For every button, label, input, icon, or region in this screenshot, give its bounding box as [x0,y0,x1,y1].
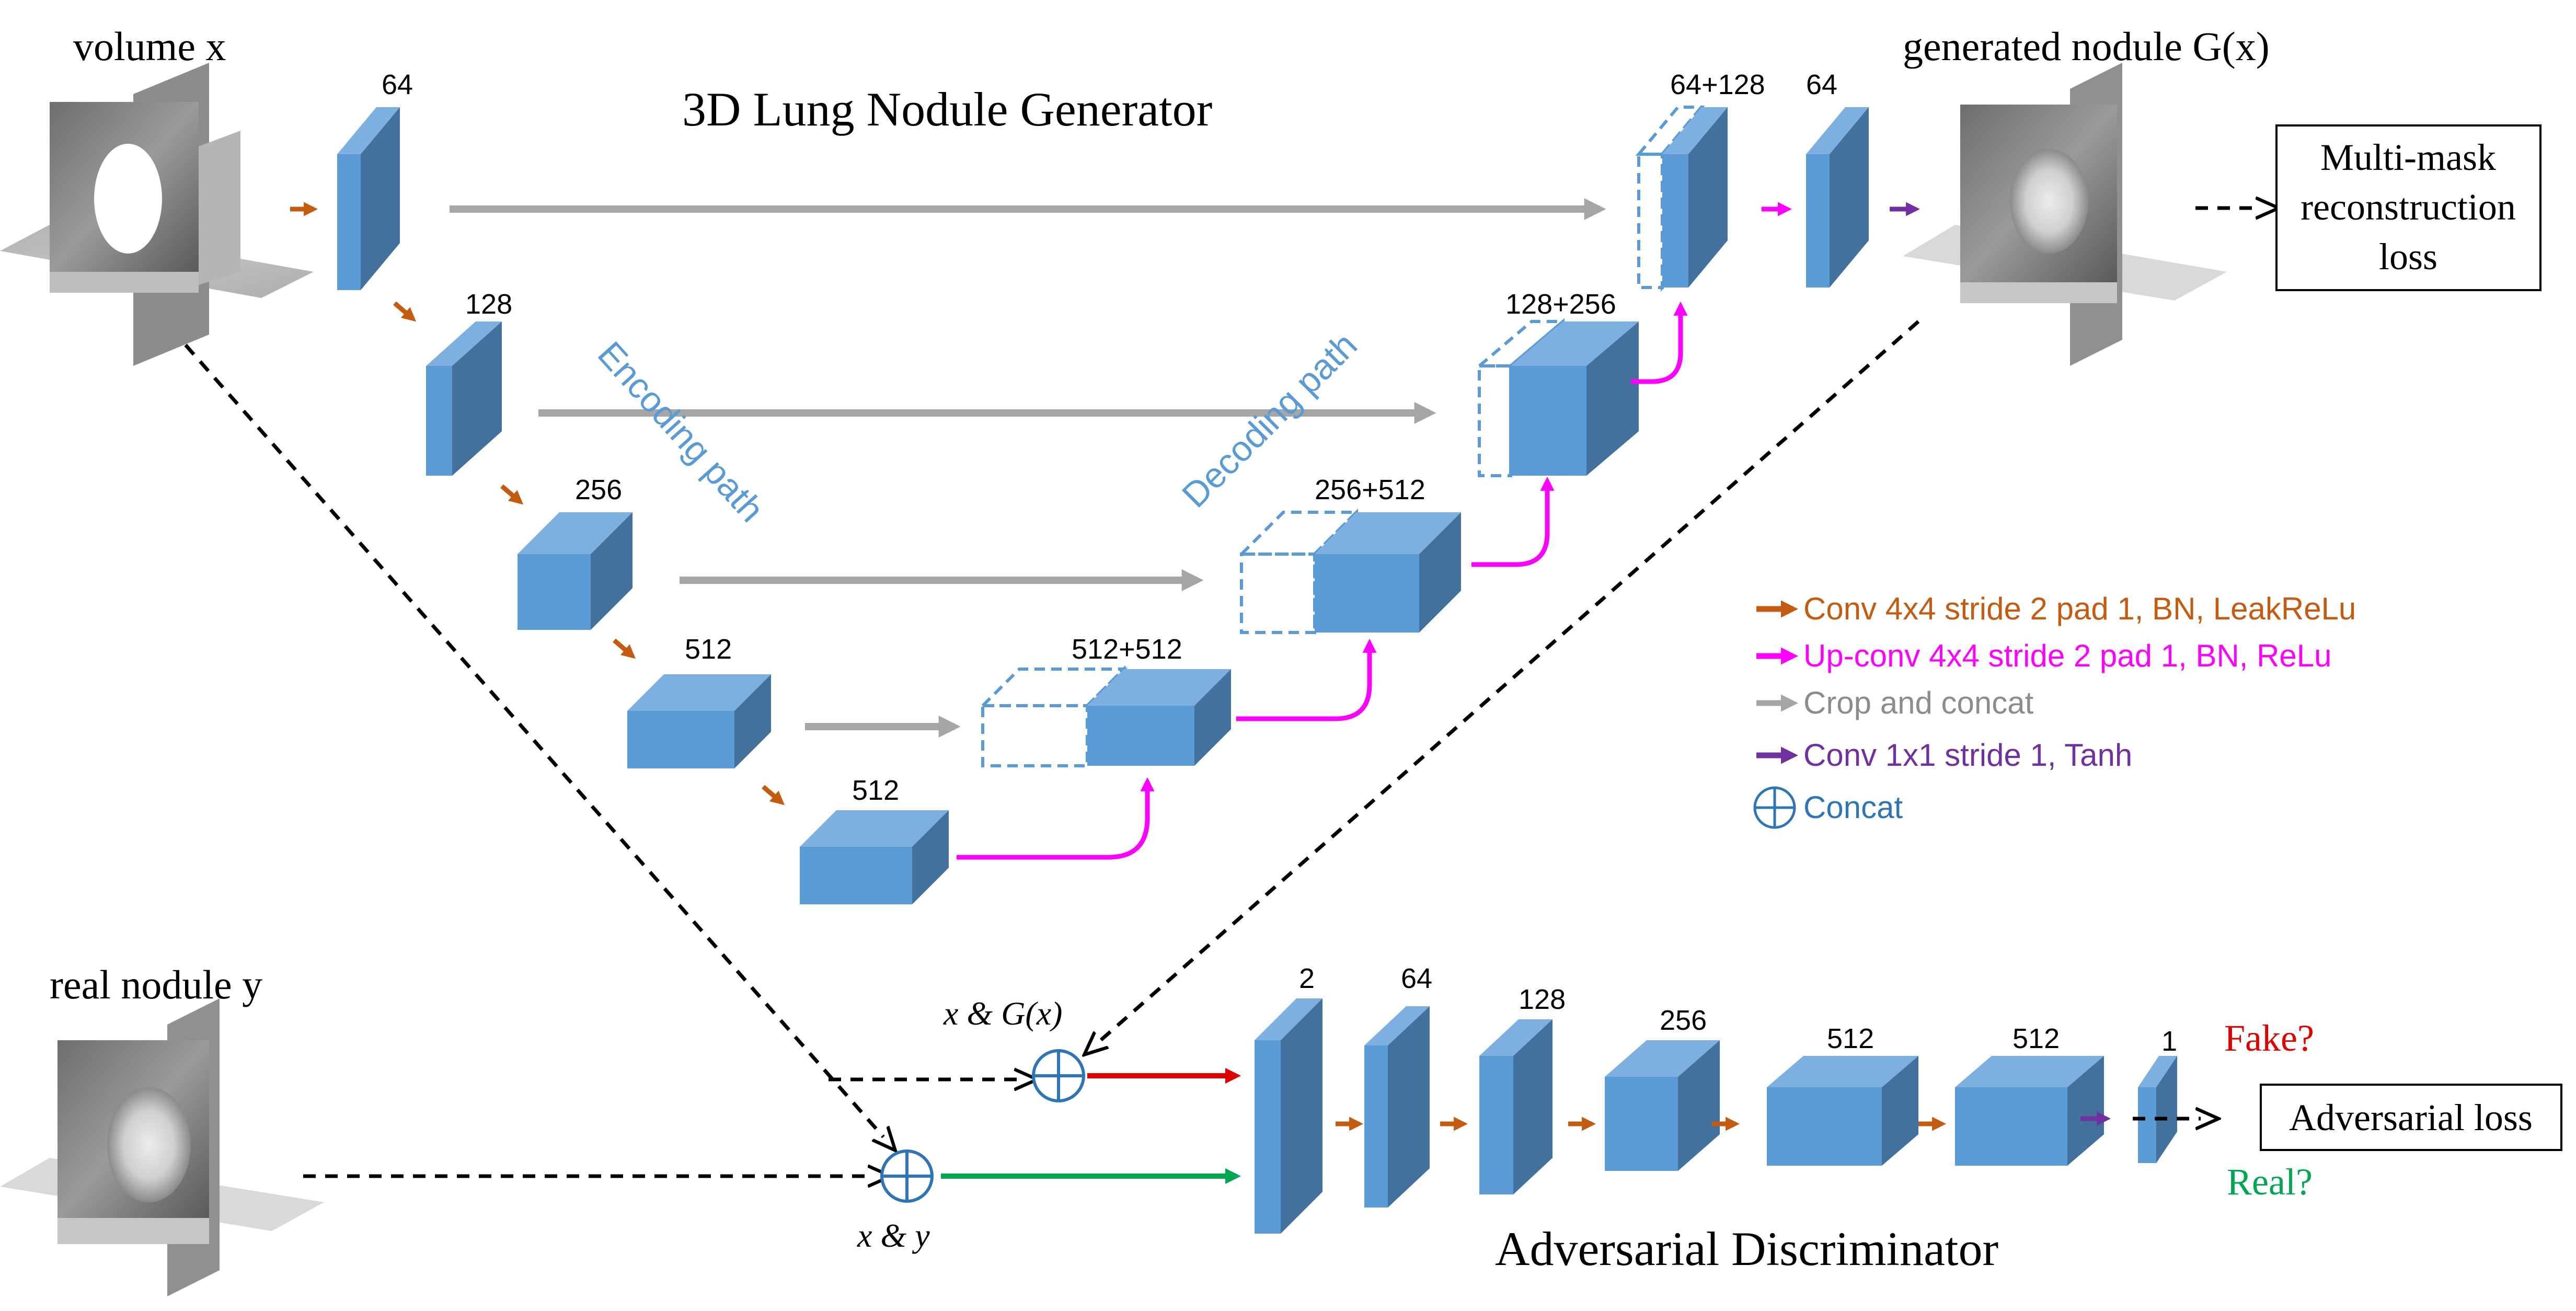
real-nodule-label: real nodule y [50,962,262,1007]
legend-item-crop: Crop and concat [1756,685,2034,720]
dec-label-3: 128+256 [1505,289,1616,320]
conv-arrow-5 [762,785,785,806]
enc-label-2: 128 [465,289,512,320]
mm-loss-line-3: loss [2379,236,2437,278]
disc-label-7: 1 [2161,1026,2177,1057]
legend-label-concat: Concat [1803,790,1903,825]
dec-block-64-concat [1662,107,1728,288]
dec-label-5: 64 [1806,69,1837,100]
x-and-y-label: x & y [857,1217,930,1254]
masked-nodule-region [94,144,162,254]
dec-block-256 [1315,512,1461,632]
disc-block-64 [1364,1006,1430,1208]
mm-loss-line-2: reconstruction [2301,186,2516,228]
enc-block-64 [337,107,400,290]
generated-nodule-label: generated nodule G(x) [1903,24,2270,69]
input-volume-image [0,63,314,366]
upconv-arrows [957,202,1792,860]
disc-block-128 [1479,1019,1552,1194]
enc-block-512b [800,810,949,904]
dashed-arrows [184,208,2261,1176]
legend-label-upconv: Up-conv 4x4 stride 2 pad 1, BN, ReLu [1803,638,2332,673]
legend-label-final-conv: Conv 1x1 stride 1, Tanh [1803,738,2132,773]
conv-arrow-3 [500,484,524,505]
conv-arrows [290,202,1947,1131]
legend: Conv 4x4 stride 2 pad 1, BN, LeakReLu Up… [1753,591,2356,829]
mm-loss-line-1: Multi-mask [2320,136,2496,178]
enc-label-5: 512 [852,775,899,806]
dec-block-128 [1511,321,1639,476]
dec-block-64 [1806,107,1869,288]
disc-label-2: 64 [1401,963,1432,994]
final-conv-arrows [1890,202,2111,1126]
discriminator-title: Adversarial Discriminator [1495,1222,1998,1275]
dec-label-4: 64+128 [1670,69,1765,100]
legend-item-concat: Concat [1753,786,1903,829]
concat-symbol-fake [1032,1049,1085,1102]
discriminator-labels: 2 64 128 256 512 512 1 [1299,963,2177,1057]
x-and-gx-label: x & G(x) [943,995,1062,1032]
dec-block-512 [1087,669,1231,766]
enc-block-128 [426,321,502,476]
disc-block-512b [1955,1056,2104,1166]
adv-loss-box: Adversarial loss [2260,1084,2562,1151]
disc-block-1 [2138,1056,2177,1163]
disc-label-6: 512 [2012,1023,2060,1054]
generator-title: 3D Lung Nodule Generator [682,83,1212,136]
disc-label-5: 512 [1827,1023,1874,1054]
dashed-arrow-generated-to-concat [1098,320,1920,1043]
legend-item-conv: Conv 4x4 stride 2 pad 1, BN, LeakReLu [1756,591,2356,626]
fake-label: Fake? [2224,1017,2314,1059]
disc-label-4: 256 [1660,1005,1707,1036]
enc-block-512 [627,674,771,768]
concat-icon [1753,786,1796,829]
upconv-arrow-1 [957,777,1155,860]
conv-arrow-4 [613,638,636,659]
disc-block-2 [1255,998,1322,1234]
dec-label-1: 512+512 [1072,634,1182,665]
dashed-arrow-volume-to-concat [184,343,883,1137]
disc-block-512 [1767,1056,1918,1166]
legend-label-conv: Conv 4x4 stride 2 pad 1, BN, LeakReLu [1803,591,2356,626]
legend-label-crop: Crop and concat [1803,685,2034,720]
decoder-labels: 512+512 256+512 128+256 64+128 64 [1072,69,1837,665]
enc-label-3: 256 [575,474,622,505]
adv-loss-label: Adversarial loss [2289,1097,2533,1138]
mm-loss-box: Multi-mask reconstruction loss [2275,124,2542,291]
dec-label-2: 256+512 [1315,474,1425,505]
conv-arrow-2 [393,301,417,322]
upconv-arrow-3 [1471,476,1555,567]
disc-label-3: 128 [1519,984,1566,1015]
concat-symbol-real [880,1149,934,1203]
disc-block-256 [1605,1040,1720,1171]
real-label: Real? [2227,1161,2313,1203]
legend-item-upconv: Up-conv 4x4 stride 2 pad 1, BN, ReLu [1756,638,2332,673]
upconv-arrow-4 [1631,301,1688,384]
volume-x-label: volume x [73,24,226,69]
real-nodule-image [0,998,324,1296]
upconv-arrow-2 [1236,638,1377,721]
encoder-labels: 64 128 256 512 512 [382,69,899,806]
crop-concat-arrows [450,198,1606,738]
legend-item-final-conv: Conv 1x1 stride 1, Tanh [1756,738,2132,773]
generated-nodule-image [1903,63,2227,366]
enc-label-1: 64 [382,69,413,100]
enc-block-256 [518,512,632,630]
enc-label-4: 512 [685,634,732,665]
disc-label-1: 2 [1299,963,1315,994]
